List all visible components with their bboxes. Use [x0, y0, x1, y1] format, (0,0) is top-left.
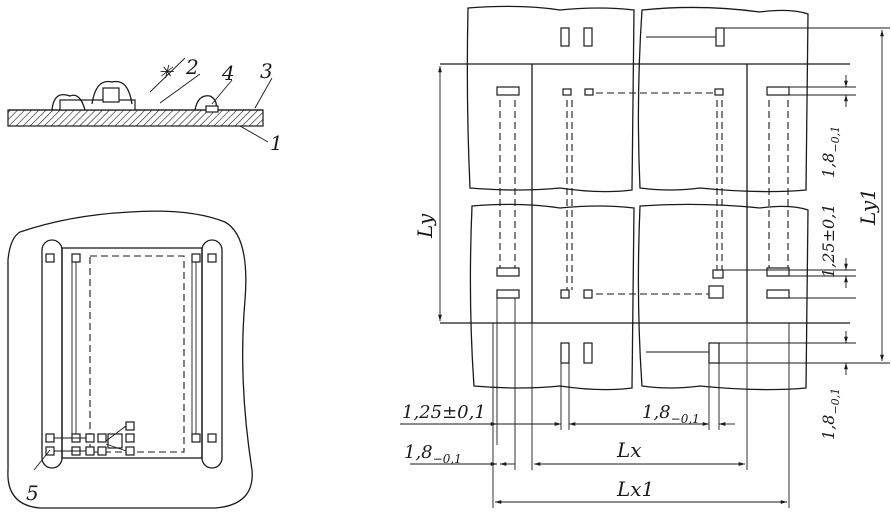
section-view: ✳ 2 4 3 1	[7, 55, 283, 155]
pad-upper-left	[496, 86, 520, 96]
callout-5: 5	[26, 481, 39, 505]
pad-upper-b	[584, 88, 594, 96]
component-body	[102, 87, 120, 103]
pad-left-bottom-1	[45, 433, 55, 443]
pad-mid-right	[766, 267, 790, 277]
pad-chip-3	[85, 446, 95, 456]
dim-125-right: 1,25±0,1	[819, 204, 838, 278]
pad-chip-1	[85, 433, 95, 443]
pad-right-top-2	[207, 253, 217, 263]
leader-4	[211, 79, 233, 105]
plan-view: 5	[7, 210, 253, 509]
leader-5	[33, 449, 51, 471]
pad-mid-c	[712, 269, 724, 279]
pad-chip-7	[125, 446, 135, 456]
leader-1	[239, 125, 269, 143]
callout-4: 4	[221, 61, 235, 85]
fragment-bottom-left	[469, 203, 635, 391]
pad-top-2	[583, 27, 593, 47]
pad-mid-left	[496, 267, 520, 277]
dim-lx1-label: Lx1	[616, 477, 654, 501]
callout-2: 2	[185, 55, 199, 79]
pad-right-bottom-2	[207, 433, 217, 443]
pad-left-top-2	[71, 253, 81, 263]
board-outline	[7, 210, 253, 509]
dim-18-right-bottom: 1,8−0,1	[819, 388, 842, 440]
pad-lower-left	[496, 289, 520, 299]
dim-lx-label: Lx	[616, 438, 642, 462]
dim-ly1-label: Ly1	[856, 188, 880, 226]
dim-125-left: 1,25±0,1	[402, 402, 486, 423]
component-bump-b	[91, 80, 133, 105]
fragment-top-left	[466, 5, 635, 193]
component-bump-c	[194, 95, 218, 111]
pad-lower-a	[560, 289, 570, 299]
chip-lead-4	[105, 443, 127, 452]
leader-cross	[149, 57, 186, 93]
substrate-layer	[7, 109, 264, 127]
plan-inner-dashed-frame	[89, 255, 185, 453]
dim-ly-label: Ly	[413, 213, 437, 239]
callout-cross: ✳	[158, 62, 174, 83]
callout-1: 1	[270, 131, 283, 155]
pad-chip-6	[125, 433, 135, 443]
pad-lower-b	[583, 289, 593, 299]
pad-chip-5	[125, 421, 135, 431]
pad-top-3	[715, 27, 725, 47]
pad-upper-c	[714, 88, 724, 96]
leader-3	[254, 77, 273, 109]
chip-lead-3	[105, 425, 127, 442]
pad-left-top-1	[45, 253, 55, 263]
pad-right-bottom-1	[191, 433, 201, 443]
pad-lower-c	[708, 285, 724, 299]
dim-18-right-top: 1,8−0,1	[819, 126, 842, 178]
component-bump-a	[51, 93, 86, 111]
pad-upper-right	[766, 86, 790, 96]
plan-frame	[61, 247, 203, 459]
callout-3: 3	[260, 59, 273, 83]
pad-bottom-2	[583, 342, 593, 364]
pad-chip-2	[97, 433, 107, 443]
pad-bottom-1	[560, 342, 570, 364]
pad-lower-right	[766, 289, 790, 299]
leader-2	[159, 73, 201, 104]
contact-pad	[205, 105, 219, 113]
pad-chip-4	[97, 446, 107, 456]
dim-18-mid: 1,8−0,1	[642, 402, 700, 426]
dim-18-left: 1,8−0,1	[404, 442, 462, 466]
pad-top-1	[560, 27, 570, 47]
pattern-view: Ly Ly1 1,8−0,1 1,25±0,1 1,8−0,1 1,25±0,1…	[400, 5, 890, 508]
pad-right-top-1	[191, 253, 201, 263]
pad-bottom-3	[708, 342, 720, 364]
film-layer	[59, 99, 136, 111]
pad-upper-a	[562, 88, 572, 96]
